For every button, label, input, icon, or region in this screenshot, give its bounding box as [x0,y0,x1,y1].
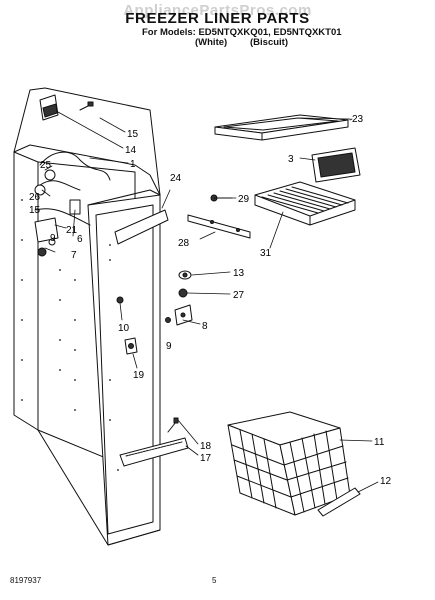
callout-12: 12 [380,476,392,487]
page-title: FREEZER LINER PARTS [125,10,310,27]
variant-biscuit-label: (Biscuit) [250,37,288,48]
part-18-screw [167,417,179,433]
leader-lines [41,111,379,493]
callout-31: 31 [260,248,272,259]
page-number: 5 [212,576,217,585]
callout-19: 19 [133,370,145,381]
callout-25: 25 [40,160,52,171]
part-3-bin [311,147,361,183]
callout-1: 1 [130,159,136,170]
callout-11: 11 [374,437,385,448]
callout-23: 23 [352,114,364,125]
callout-8: 8 [202,321,208,332]
callout-13: 13 [233,268,245,279]
watermark: AppliancePartsPros.com [123,2,312,19]
document-number: 8197937 [10,576,42,585]
part-19-light-socket [124,337,138,355]
part-15-screw-top [79,101,94,111]
callout-14: 14 [125,145,137,156]
part-13-knob [178,270,192,280]
part-8-thermostat [174,304,193,326]
variant-white-label: (White) [195,37,228,48]
part-23-glass-shelf [214,114,349,141]
freezer-liner [13,87,161,546]
part-27-cap [178,288,188,298]
callout-15-left: 15 [29,205,41,216]
callout-9-right: 9 [166,341,172,352]
callout-17: 17 [200,453,212,464]
callout-27: 27 [233,290,245,301]
callout-15-top: 15 [127,129,139,140]
callout-18: 18 [200,441,212,452]
callout-7: 7 [71,250,77,261]
callout-29: 29 [238,194,250,205]
callout-9-left: 9 [50,233,56,244]
part-10-screw [116,296,124,304]
part-9-clip [165,317,171,323]
callout-28: 28 [178,238,190,249]
callout-21: 21 [66,225,78,236]
callout-numbers: 15 14 1 23 3 24 29 28 31 13 27 8 9 10 19… [29,114,392,487]
models-line: For Models: ED5NTQXKQ01, ED5NTQXKT01 [142,27,342,38]
callout-6: 6 [77,234,83,245]
part-14-bracket [39,94,59,121]
part-29-screw [210,194,233,202]
part-24-vent [114,209,169,245]
part-12-trim [317,487,361,517]
part-31-wire-shelf [254,181,356,226]
callout-26: 26 [29,192,41,203]
part-11-wire-basket [227,411,351,516]
callout-24: 24 [170,173,182,184]
callout-10: 10 [118,323,130,334]
part-28-shelf-bracket [187,214,251,239]
callout-3: 3 [288,154,294,165]
control-components [34,169,81,257]
